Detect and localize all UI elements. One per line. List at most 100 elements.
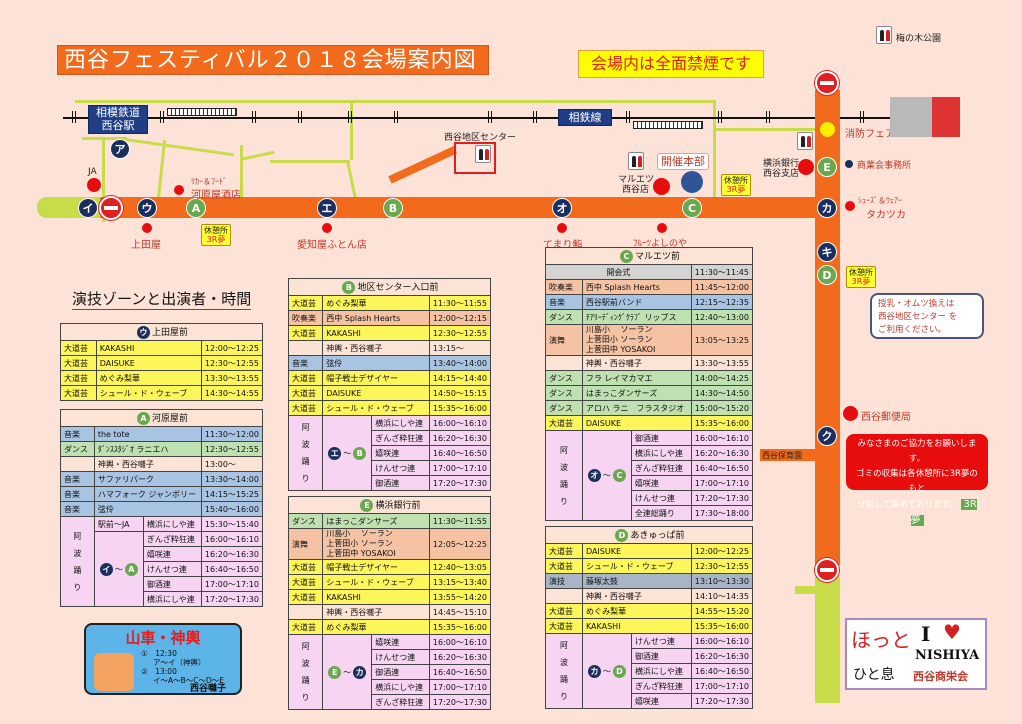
awa-route: イ～A (93, 531, 144, 607)
garbage-line: ゴミの収集は各休憩所に3R夢のもと (856, 469, 978, 494)
rail-tick (394, 111, 398, 123)
logo-association: 西谷商栄会 (913, 670, 968, 683)
route-separator: ～ (114, 564, 123, 574)
no-entry-icon (815, 71, 839, 95)
performer-name: 川島小 ソーラン 上菅田小 ソーラン 上菅田中 YOSAKOI (322, 528, 430, 560)
marker-badge: エ (328, 446, 342, 460)
awa-team: 御酒連 (630, 430, 692, 446)
rail-tick (533, 111, 537, 123)
genre-cell: 吹奏楽 (545, 279, 583, 295)
temari-label: てまり鮨 (543, 240, 583, 251)
marker-o: オ (552, 198, 572, 218)
maruetsu-label: 西谷店 (622, 185, 650, 195)
route-separator: ～ (343, 667, 352, 677)
table-header: ウ上田屋前 (60, 323, 263, 341)
performer-name: はまっこダンサーズ (581, 385, 692, 401)
toilet-icon (797, 132, 813, 150)
marker-badge: カ (587, 664, 601, 678)
genre-cell (60, 456, 95, 472)
rail-tick (488, 111, 492, 123)
genre-cell: ダンス (545, 309, 583, 325)
genre-cell: 大道芸 (287, 295, 324, 311)
liquor-label: ﾘｶｰ＆ﾌｰﾄﾞ (191, 177, 227, 186)
rail-tick (718, 111, 722, 123)
marker-u: ウ (137, 198, 157, 218)
genre-cell: ダンス (545, 385, 583, 401)
performer-name: 藤塚太鼓 (581, 573, 692, 589)
performance-time: 14:00～14:25 (690, 370, 754, 386)
awa-team: ぎんざ粋狂連 (142, 531, 202, 547)
performer-name: 神輿・西谷囃子 (93, 456, 202, 472)
marker-E: E (817, 157, 837, 177)
awa-team: 御酒連 (371, 664, 430, 680)
awa-team: 横浜にしや連 (142, 591, 202, 607)
awa-label-text: 阿 波 踊 り (73, 531, 82, 592)
genre-cell: 大道芸 (287, 574, 324, 590)
awa-team: 横浜にしや連 (371, 679, 430, 695)
performance-time: 16:20～16:30 (200, 546, 264, 562)
street (156, 140, 167, 200)
performance-time: 16:00～16:10 (690, 633, 754, 649)
liquor-label: 河原屋酒店 (191, 190, 241, 201)
branch-road (760, 449, 816, 461)
marker-badge: C (619, 250, 633, 263)
toilet-icon (628, 152, 644, 170)
rail-tick (72, 111, 76, 123)
performance-time: 17:20～17:30 (428, 694, 492, 710)
place-dot (557, 223, 567, 233)
performance-time: 16:20～16:30 (428, 649, 492, 665)
performance-time: 12:40～13:00 (690, 309, 754, 325)
performer-name: ﾀﾞﾝｽｽﾀｼﾞｵ ラニエハ (93, 441, 202, 457)
performance-time: 11:30～11:45 (690, 264, 754, 280)
branch-road (388, 145, 457, 184)
performer-name: 帽子戦士デザイヤー (322, 370, 430, 386)
marker-badge: C (612, 469, 626, 482)
performance-time: 16:00～16:10 (200, 531, 264, 547)
aichiya-label: 愛知屋ふとん店 (297, 240, 367, 251)
awa-team: 嬉咲連 (630, 693, 692, 709)
awa-label-text: 阿 波 踊 り (559, 445, 568, 506)
performance-time: 11:45～12:00 (690, 279, 754, 295)
performance-time: 17:00～17:10 (690, 475, 754, 491)
awa-route: E～カ (322, 634, 373, 710)
fire-fair-dot (820, 122, 835, 137)
genre-cell: 音楽 (60, 471, 95, 487)
performance-time: 13:15～13:40 (428, 574, 492, 590)
mikoshi-illustration (94, 653, 134, 691)
awa-route: 駅前～JA (93, 516, 144, 532)
no-entry-icon (99, 196, 123, 220)
awa-label: 阿 波 踊 り (60, 516, 95, 607)
performance-time: 12:40～13:05 (428, 559, 492, 575)
marker-badge: E (360, 499, 374, 512)
float-time: ① 12:30 (141, 649, 177, 658)
marker-badge: オ (587, 469, 601, 482)
performance-time: 13:00～ (200, 456, 264, 472)
marker-ku: ク (817, 426, 837, 446)
performer-name: 川島小 ソーラン 上菅田小 ソーラン 上菅田中 YOSAKOI (581, 324, 692, 356)
performer-name: はまっこダンサーズ (322, 513, 430, 529)
genre-cell: 大道芸 (287, 325, 324, 341)
street (345, 160, 358, 200)
marker-badge: A (124, 562, 138, 576)
awa-team: ぎんざ粋狂連 (371, 430, 430, 446)
performer-name: 弦伶 (93, 501, 202, 517)
performer-name: DAISUKE (322, 385, 430, 401)
performance-time: 12:00～12:25 (690, 543, 754, 559)
performer-name: DAISUKE (581, 415, 692, 431)
